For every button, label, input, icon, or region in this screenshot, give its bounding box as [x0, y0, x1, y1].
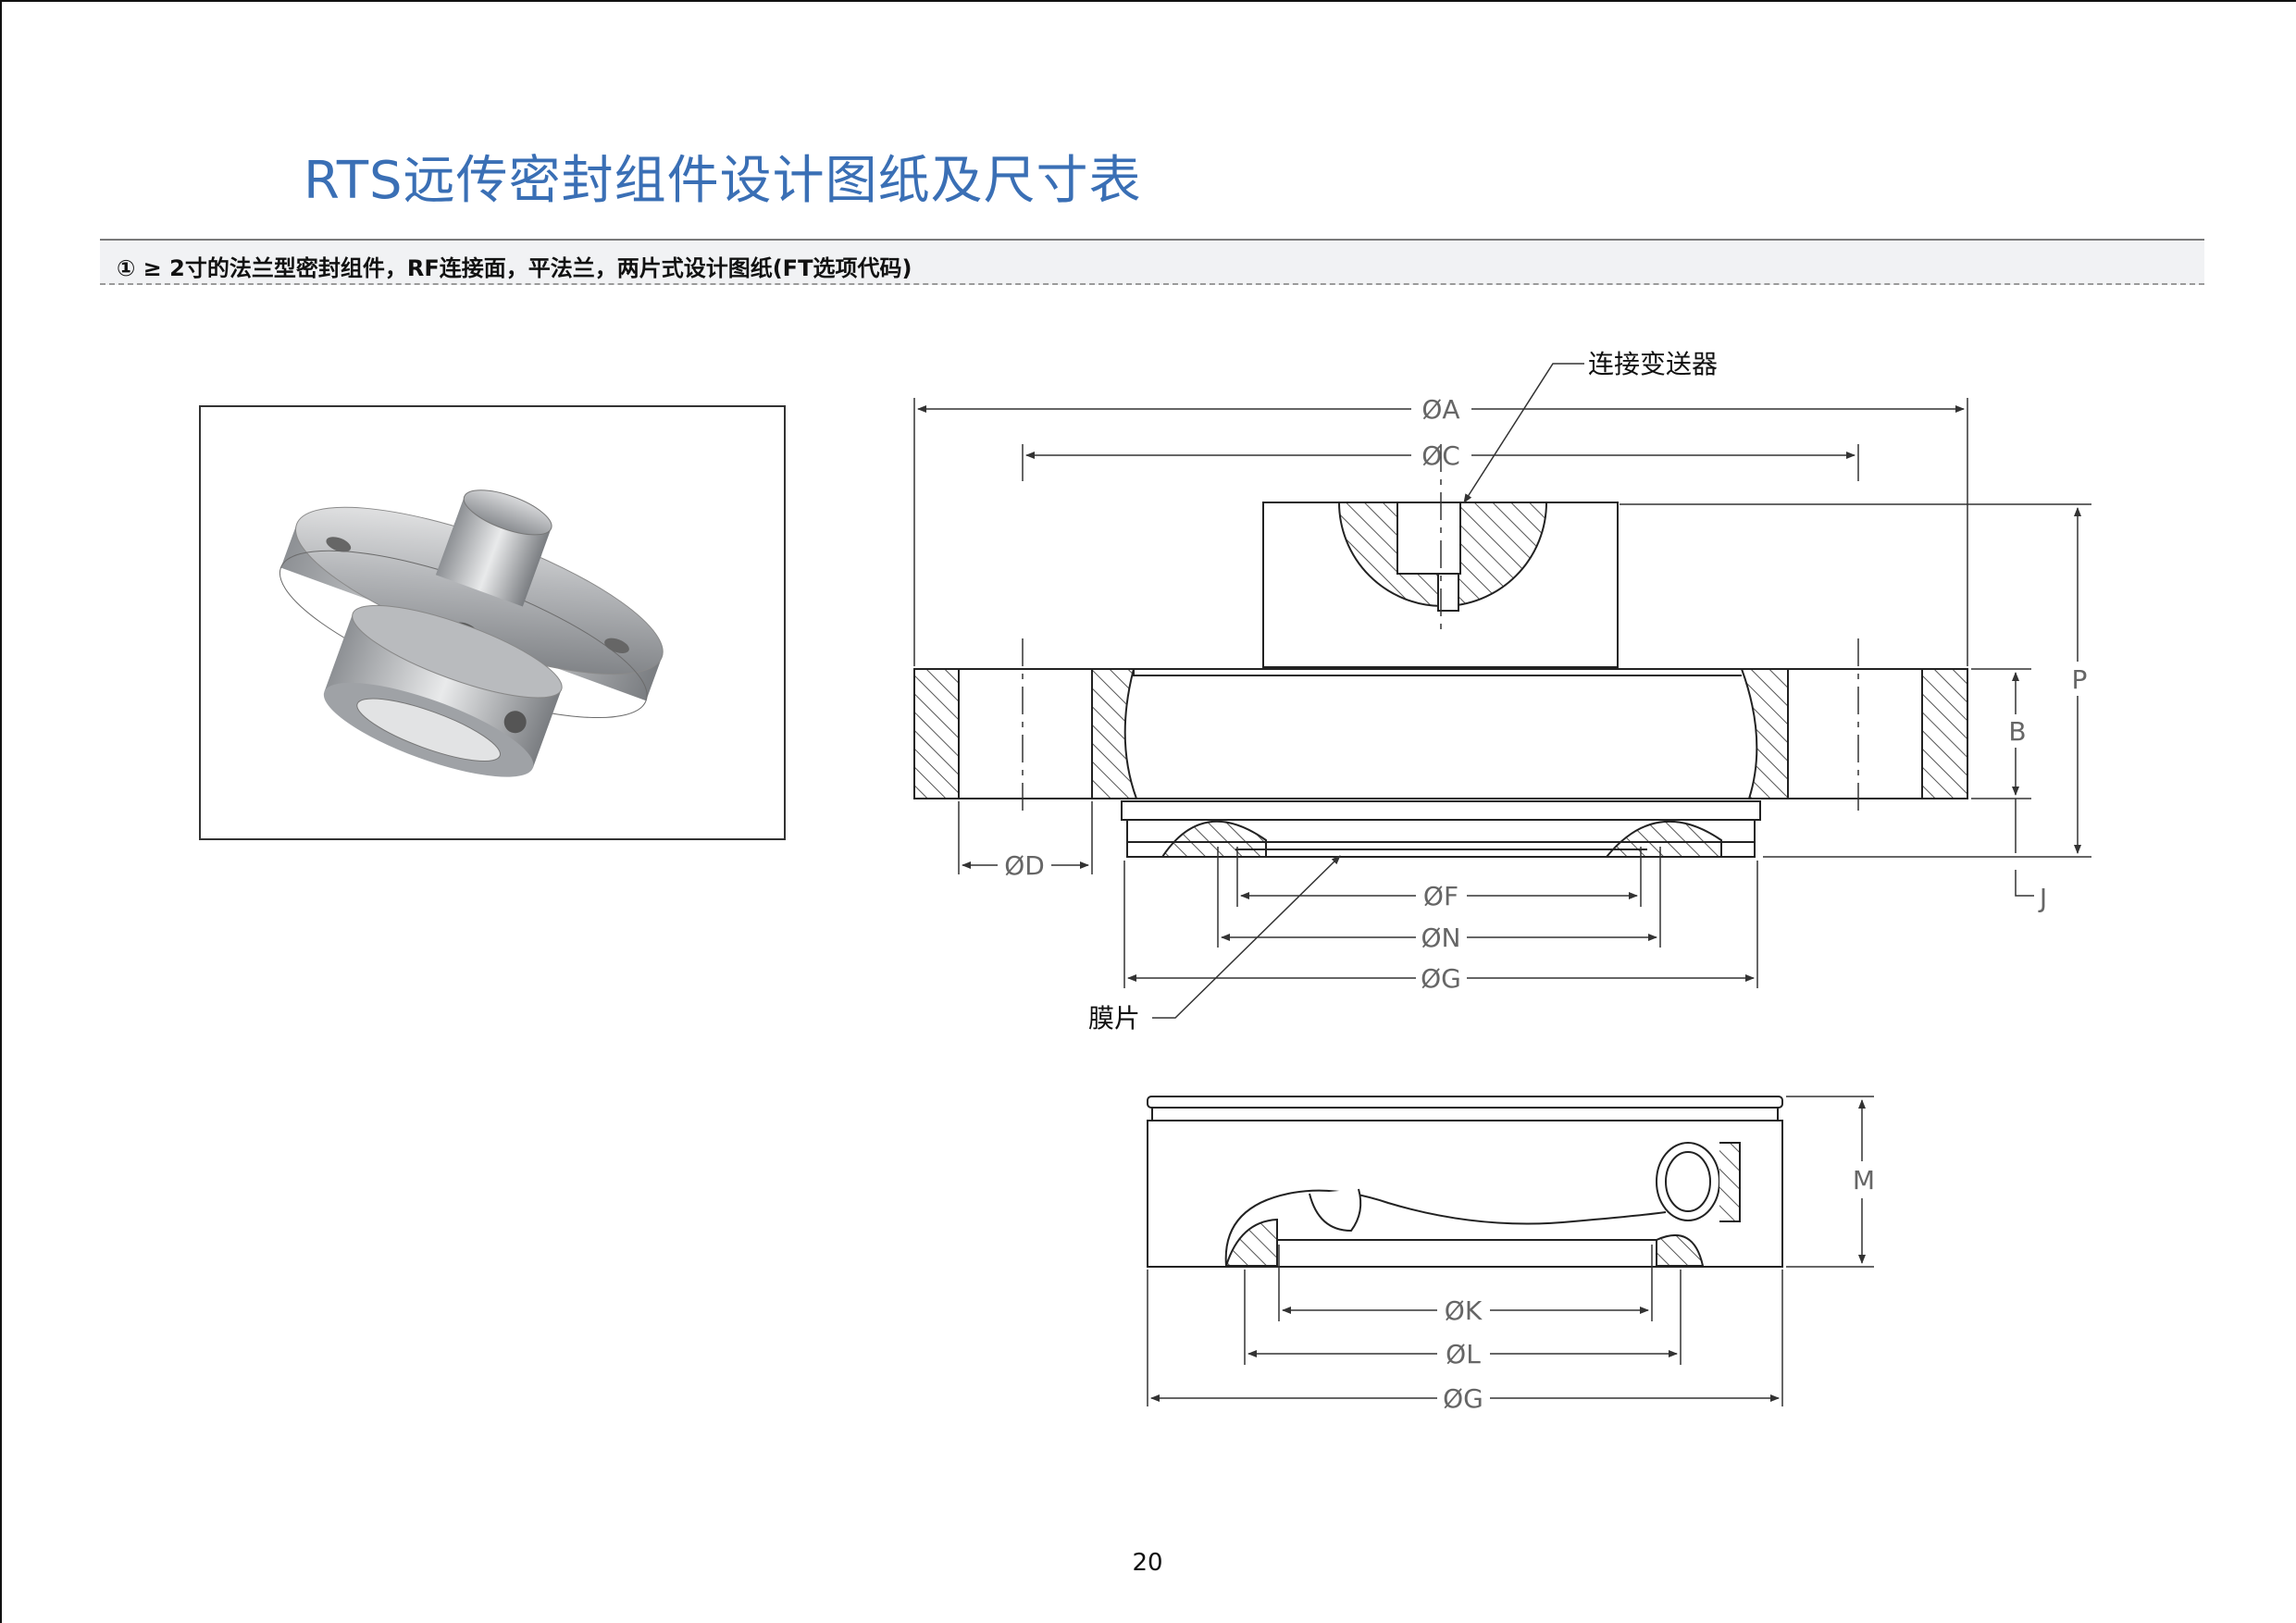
- dim-label-C: ØC: [1421, 440, 1460, 471]
- product-photo-frame: [199, 405, 786, 840]
- dim-label-D: ØD: [1004, 850, 1045, 881]
- flange-seal-photo: [279, 489, 664, 777]
- dim-label-F: ØF: [1423, 881, 1458, 911]
- page-title: RTS远传密封组件设计图纸及尺寸表: [304, 151, 1142, 211]
- dim-label-A: ØA: [1421, 394, 1459, 425]
- dim-label-N: ØN: [1421, 923, 1461, 953]
- dim-label-G-lower: ØG: [1443, 1383, 1483, 1414]
- page-frame-left: [0, 0, 2, 1623]
- dim-label-P: P: [2072, 664, 2088, 695]
- page-frame-top: [0, 0, 2296, 2]
- callout-connect-transmitter: 连接变送器: [1588, 349, 1718, 379]
- section-heading: ① ≥ 2寸的法兰型密封组件，RF连接面，平法兰，两片式设计图纸(FT选项代码): [117, 255, 912, 281]
- dim-label-B: B: [2008, 716, 2026, 747]
- dim-label-K: ØK: [1445, 1295, 1483, 1326]
- dim-label-M: M: [1853, 1165, 1875, 1196]
- dim-label-L: ØL: [1446, 1339, 1481, 1369]
- dim-label-J: J: [2038, 883, 2047, 913]
- callout-diaphragm: 膜片: [1088, 1003, 1140, 1034]
- dim-label-G: ØG: [1421, 963, 1461, 994]
- section-bar: ① ≥ 2寸的法兰型密封组件，RF连接面，平法兰，两片式设计图纸(FT选项代码): [100, 239, 2204, 285]
- page-number: 20: [1132, 1549, 1163, 1577]
